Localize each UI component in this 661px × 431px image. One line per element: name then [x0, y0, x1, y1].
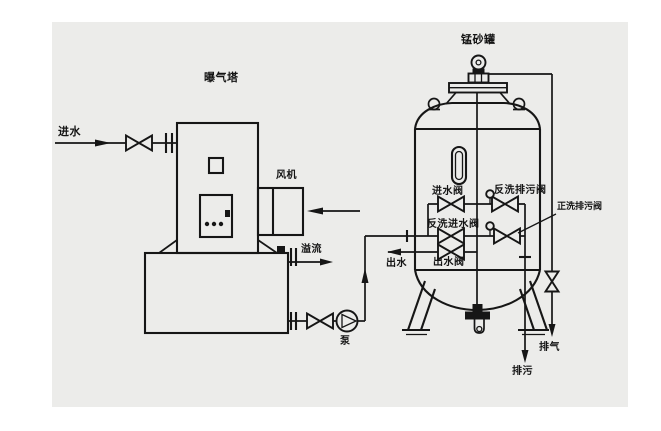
- tank-bottom-drain: [465, 304, 490, 334]
- backwash-inlet-valve-icon: [437, 227, 465, 245]
- tower-brace-left: [158, 239, 178, 254]
- label-backwash-drain-valve: 反洗排污阀: [494, 185, 547, 196]
- inlet-flange-icon: [164, 133, 174, 153]
- label-blowdown: 排污: [512, 366, 533, 377]
- label-backwash-inlet-valve: 反洗进水阀: [427, 219, 480, 230]
- tank-top-fitting: [445, 54, 511, 105]
- overflow-arrow: [320, 258, 333, 266]
- label-fan: 风机: [276, 170, 297, 181]
- exhaust-valve-icon: [544, 270, 560, 293]
- inlet-hand-valve-icon: [125, 134, 153, 152]
- label-forward-wash-drain-valve: 正洗排污阀: [557, 202, 603, 212]
- label-pump: 泵: [340, 336, 351, 347]
- valve-manifold: [365, 189, 557, 363]
- inlet-valve-icon: [437, 195, 465, 213]
- label-sand-tank: 锰砂罐: [461, 33, 496, 46]
- sand-tank: [402, 54, 549, 336]
- exhaust-line: [488, 73, 560, 337]
- label-outlet-water: 出水: [386, 258, 407, 269]
- tank-dome: [413, 101, 542, 130]
- forward-wash-drain-valve-icon: [493, 227, 521, 245]
- blowdown-arrow: [521, 350, 529, 363]
- label-overflow: 溢流: [301, 244, 322, 255]
- label-outlet-valve: 出水阀: [433, 257, 465, 268]
- tower-basin: [143, 246, 290, 335]
- pump-suction-valve-icon: [306, 312, 334, 330]
- aeration-tower: [158, 121, 278, 255]
- label-aeration-tower: 曝气塔: [204, 71, 239, 84]
- inlet-water-line: [55, 133, 177, 153]
- diagram-canvas: [52, 22, 628, 407]
- inlet-flow-arrow: [95, 139, 111, 147]
- label-inlet-water: 进水: [58, 125, 81, 138]
- pump-icon: [335, 309, 359, 333]
- basin-nozzle: [277, 246, 285, 253]
- tower-control-panel: [198, 193, 234, 239]
- sight-glass: [450, 145, 468, 186]
- backwash-drain-valve-icon: [491, 195, 519, 213]
- lifting-lug-right: [512, 97, 526, 111]
- fan-unit: [256, 186, 360, 237]
- fan-air-arrow: [307, 207, 323, 215]
- forward-wash-label-leader: [517, 213, 557, 234]
- outlet-water-arrow: [387, 248, 401, 256]
- gauge-icon-row2: [485, 221, 495, 236]
- lifting-lug-left: [427, 97, 441, 111]
- gauge-icon-row1: [485, 189, 495, 204]
- overflow-flange-icon: [289, 248, 298, 266]
- tower-window: [207, 156, 225, 175]
- label-exhaust: 排气: [539, 342, 560, 353]
- overflow-line: [288, 248, 333, 266]
- tank-legs: [402, 280, 549, 336]
- pump-line: [288, 230, 409, 333]
- label-inlet-valve: 进水阀: [432, 186, 464, 197]
- tower-brace-right: [257, 239, 278, 254]
- exhaust-arrow: [548, 324, 556, 337]
- riser-flow-arrow: [361, 268, 369, 283]
